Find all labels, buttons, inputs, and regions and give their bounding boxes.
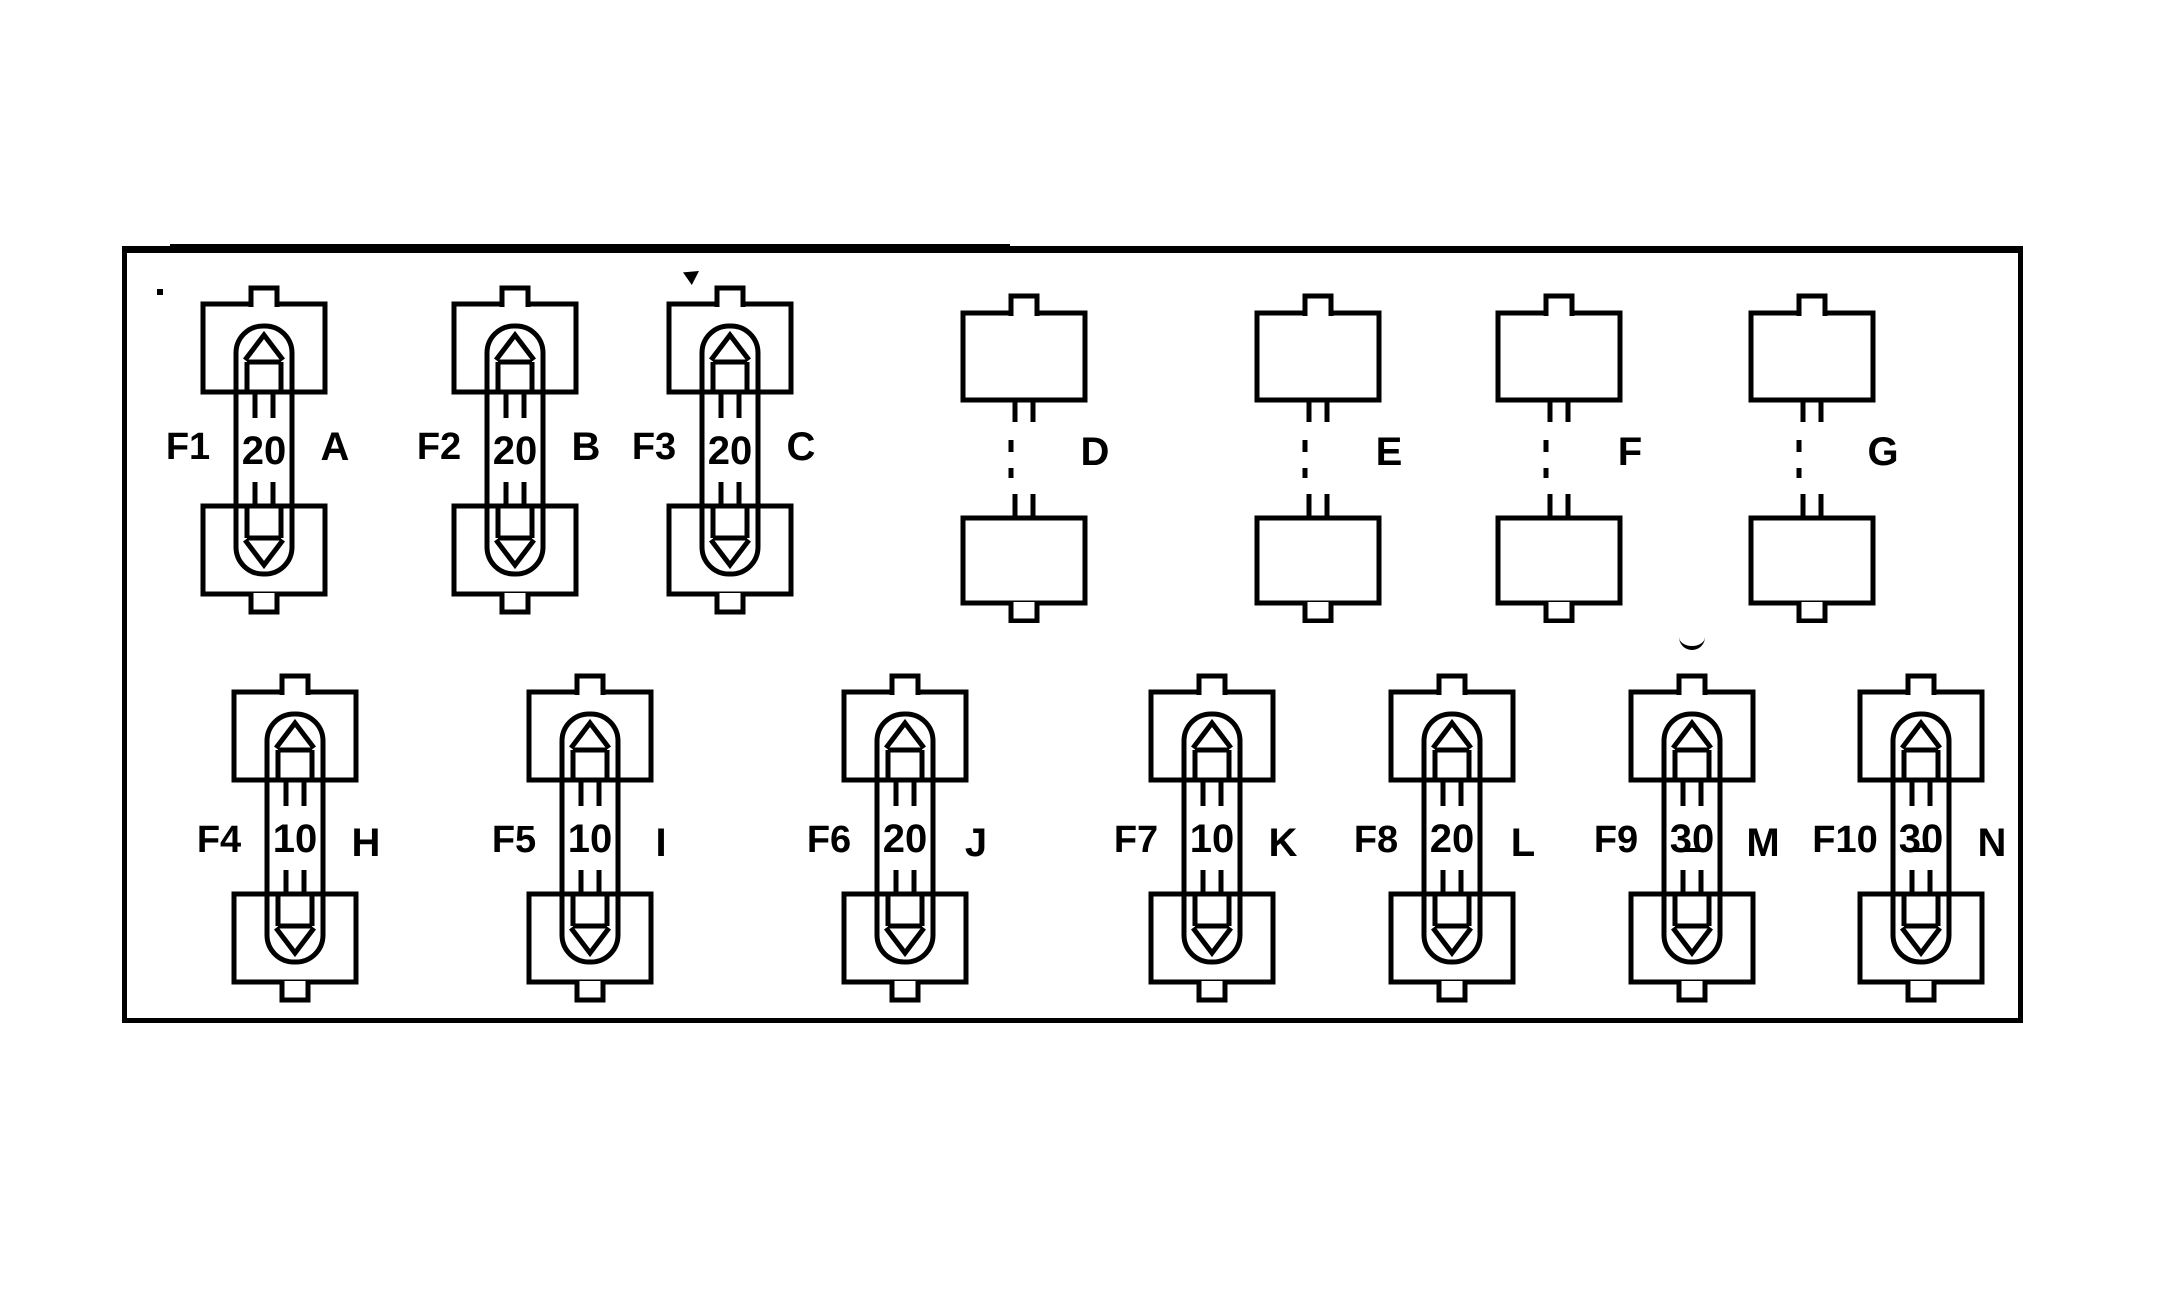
fuse-slot-f3: F3 20 C bbox=[580, 284, 880, 616]
slot-letter-label: F bbox=[1617, 430, 1643, 474]
scan-artifact-dot bbox=[157, 289, 163, 295]
fuse-ref-label: F2 bbox=[416, 426, 462, 468]
empty-slot-e: E bbox=[1168, 291, 1468, 623]
fuse-slot-f7: F7 10 K bbox=[1062, 672, 1362, 1004]
empty-slot-g: G bbox=[1662, 291, 1962, 623]
panel-outline bbox=[122, 246, 2023, 1023]
fuse-ref-label: F5 bbox=[491, 819, 537, 861]
fuse-graphic: 20 bbox=[189, 284, 339, 616]
slot-letter-label: B bbox=[571, 425, 601, 469]
empty-slot-f: F bbox=[1409, 291, 1709, 623]
scan-artifact-arc bbox=[1679, 634, 1705, 650]
scan-artifact-underline-f10 bbox=[1910, 848, 1932, 852]
fuse-slot-f8: F8 20 L bbox=[1302, 672, 1602, 1004]
slot-letter-label: C bbox=[786, 425, 816, 469]
fuse-ref-label: F3 bbox=[631, 426, 677, 468]
slot-letter-label: M bbox=[1746, 821, 1780, 865]
slot-letter-label: I bbox=[655, 821, 667, 865]
fuse-ref-label: F9 bbox=[1593, 819, 1639, 861]
fuse-slot-f4: F4 10 H bbox=[145, 672, 445, 1004]
fuse-graphic: 20 bbox=[1377, 672, 1527, 1004]
fuse-amp-label: 10 bbox=[273, 817, 318, 861]
fuse-amp-label: 30 bbox=[1899, 817, 1944, 861]
slot-letter-label: N bbox=[1977, 821, 2007, 865]
fuse-graphic: 20 bbox=[830, 672, 980, 1004]
fuse-amp-label: 20 bbox=[493, 429, 538, 473]
fuse-slot-f2: F2 20 B bbox=[365, 284, 665, 616]
fuse-graphic: 20 bbox=[655, 284, 805, 616]
fuse-graphic: 10 bbox=[515, 672, 665, 1004]
fuse-amp-label: 20 bbox=[242, 429, 287, 473]
fuse-graphic: 30 bbox=[1617, 672, 1767, 1004]
slot-letter-label: G bbox=[1867, 430, 1899, 474]
fuse-graphic: 30 bbox=[1846, 672, 1996, 1004]
empty-slot-d: D bbox=[874, 291, 1174, 623]
fuse-graphic: 10 bbox=[1137, 672, 1287, 1004]
fuse-slot-f6: F6 20 J bbox=[755, 672, 1055, 1004]
fuse-graphic: 20 bbox=[440, 284, 590, 616]
fuse-slot-f1: F1 20 A bbox=[114, 284, 414, 616]
slot-letter-label: A bbox=[320, 425, 350, 469]
fuse-amp-label: 10 bbox=[568, 817, 613, 861]
fuse-amp-label: 30 bbox=[1670, 817, 1715, 861]
fuse-graphic: 10 bbox=[220, 672, 370, 1004]
scan-artifact-underline-f9 bbox=[1681, 848, 1703, 852]
slot-letter-label: K bbox=[1268, 821, 1298, 865]
fuse-ref-label: F8 bbox=[1353, 819, 1399, 861]
fuse-ref-label: F10 bbox=[1812, 819, 1878, 861]
scan-artifact-border-thickening bbox=[170, 244, 1010, 249]
slot-letter-label: J bbox=[964, 821, 988, 865]
fuse-slot-f9: F9 30 M bbox=[1542, 672, 1842, 1004]
fuse-ref-label: F4 bbox=[196, 819, 242, 861]
fuse-amp-label: 20 bbox=[708, 429, 753, 473]
fuse-slot-f5: F5 10 I bbox=[440, 672, 740, 1004]
fuse-ref-label: F1 bbox=[165, 426, 211, 468]
slot-letter-label: D bbox=[1080, 430, 1110, 474]
slot-letter-label: H bbox=[351, 821, 381, 865]
fuse-ref-label: F6 bbox=[806, 819, 852, 861]
fuse-amp-label: 20 bbox=[883, 817, 928, 861]
fuse-amp-label: 20 bbox=[1430, 817, 1475, 861]
slot-letter-label: L bbox=[1510, 821, 1536, 865]
fuse-slot-f10: F10 30 N bbox=[1771, 672, 2071, 1004]
slot-letter-label: E bbox=[1375, 430, 1403, 474]
fuse-ref-label: F7 bbox=[1113, 819, 1159, 861]
fuse-amp-label: 10 bbox=[1190, 817, 1235, 861]
